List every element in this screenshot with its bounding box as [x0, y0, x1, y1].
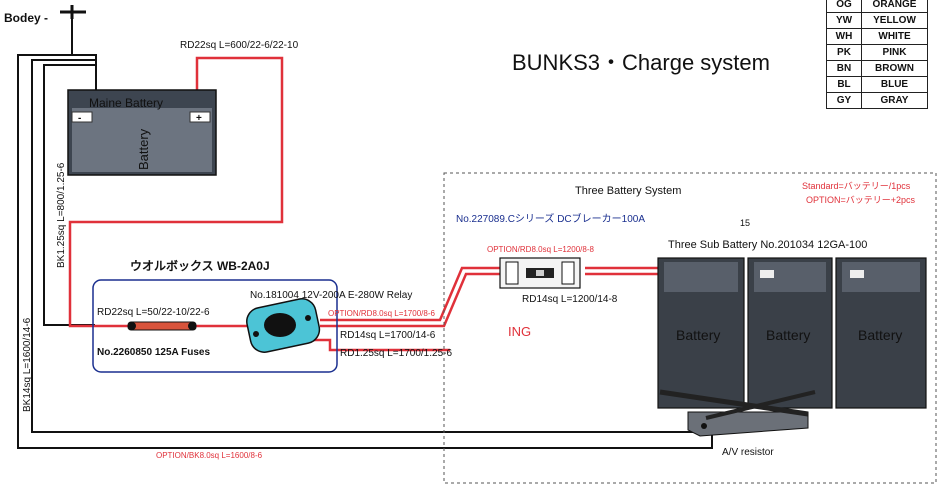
dc-breaker [499, 257, 581, 289]
sub-battery-label: Three Sub Battery No.201034 12GA-100 [668, 239, 867, 251]
legend-code: OG [826, 0, 862, 13]
ground-label: Bodey - [4, 11, 48, 25]
relay-out-label: RD14sq L=1700/14-6 [340, 330, 436, 341]
legend-code: YW [826, 12, 862, 29]
label-top-red: RD22sq L=600/22-6/22-10 [180, 40, 299, 51]
relay-label: No.181004 12V-200A E-280W Relay [250, 290, 412, 301]
legend-code: WH [826, 28, 862, 45]
number-15: 15 [740, 218, 750, 228]
main-battery-pos: + [196, 113, 202, 124]
legend-name: BROWN [861, 60, 928, 77]
standard-label: Standard=バッテリー/1pcs [802, 181, 911, 191]
sub-batteries [657, 257, 927, 409]
main-battery-body-text: Battery [136, 128, 151, 170]
relay [246, 298, 321, 353]
legend-name: YELLOW [861, 12, 928, 29]
option-label: OPTION=バッテリー+2pcs [806, 195, 916, 205]
main-battery-label: Maine Battery [89, 96, 163, 110]
legend-name: WHITE [861, 28, 928, 45]
wolbox-box [92, 279, 338, 373]
ground-symbol [60, 5, 86, 32]
legend-name: BLUE [861, 76, 928, 93]
legend-name: ORANGE [861, 0, 928, 13]
legend-code: PK [826, 44, 862, 61]
label-left-black: BK1.25sq L=800/1.25-6 [56, 162, 67, 268]
fuse-label: No.2260850 125A Fuses [97, 347, 210, 358]
legend-name: PINK [861, 44, 928, 61]
three-battery-title: Three Battery System [575, 185, 681, 197]
page-title: BUNKS3・Charge system [512, 50, 770, 75]
legend-code: BN [826, 60, 862, 77]
legend-name: GRAY [861, 92, 928, 109]
three-battery-box [443, 172, 937, 484]
legend-code: GY [826, 92, 862, 109]
ign-wire-label: RD1.25sq L=1700/1.25-6 [340, 348, 452, 359]
breaker-out-label: RD14sq L=1200/14-8 [522, 294, 618, 305]
main-battery [67, 89, 217, 176]
sub-battery-1-text: Battery [676, 327, 720, 343]
breaker-label: No.227089.Cシリーズ DCブレーカー100A [456, 212, 645, 225]
label-outer-black: BK14sq L=1600/14-6 [22, 317, 33, 412]
wolbox-title: ウオルボックス WB-2A0J [130, 258, 270, 273]
main-battery-neg: - [78, 113, 81, 124]
fuse [127, 321, 197, 331]
ing-label: ING [508, 324, 531, 339]
fuse-wire-label: RD22sq L=50/22-10/22-6 [97, 307, 210, 318]
av-resistor [659, 389, 816, 437]
option-rd8-label: OPTION/RD8.0sq L=1700/8-6 [328, 309, 435, 318]
sub-battery-3-text: Battery [858, 327, 902, 343]
legend-code: BL [826, 76, 862, 93]
resistor-label: A/V resistor [722, 447, 774, 458]
sub-battery-2-text: Battery [766, 327, 810, 343]
option-bk8-label: OPTION/BK8.0sq L=1600/8-6 [156, 451, 263, 460]
breaker-option-label: OPTION/RD8.0sq L=1200/8-8 [487, 245, 594, 254]
